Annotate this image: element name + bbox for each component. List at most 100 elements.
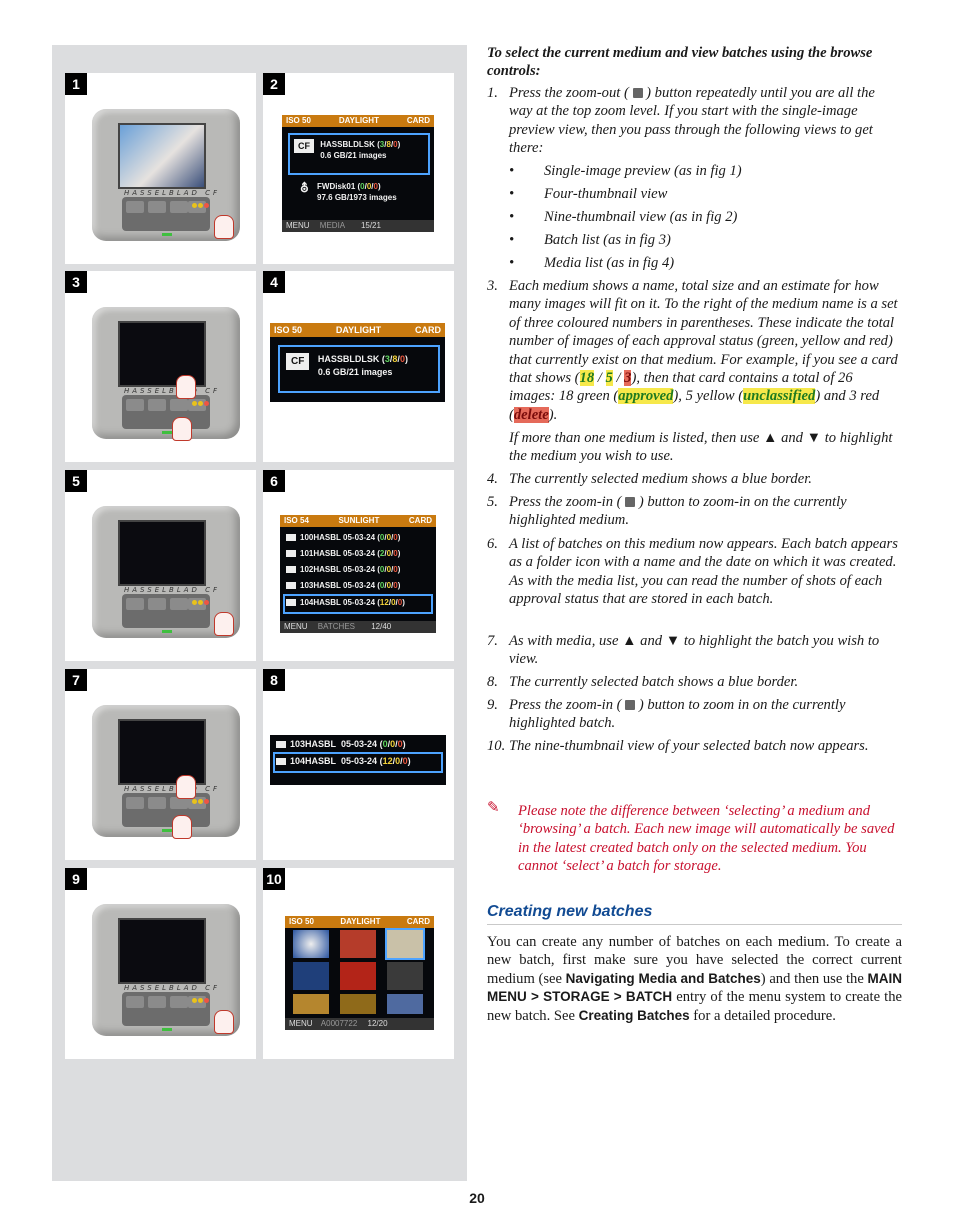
medium-name: FWDisk01: [317, 182, 356, 191]
step-number: 9.: [487, 697, 498, 713]
selection-border: [278, 345, 440, 393]
approved-label: approved: [618, 388, 674, 405]
wb-label: SUNLIGHT: [338, 516, 380, 525]
step-number: 5.: [487, 494, 498, 510]
count-green: 0: [382, 739, 388, 749]
batch-date: 05-03-24: [343, 581, 376, 590]
thumbnail: [340, 930, 376, 958]
step-number: 6.: [487, 536, 498, 552]
footer-mode: A0007722: [320, 1019, 358, 1028]
step-number: 7.: [487, 633, 498, 649]
batch-row: 102HASBL 05-03-24 (0/0/0): [286, 565, 400, 574]
figure-label: 8: [263, 669, 285, 691]
selection-border: [273, 752, 443, 773]
section-heading: To select the current medium and view ba…: [487, 45, 873, 80]
batch-name: 104HASBL: [290, 756, 337, 766]
camera-back-device: HASSELBLAD CF: [92, 307, 240, 441]
step-number: 1.: [487, 85, 498, 101]
medium-size: 97.6 GB/1973 images: [317, 193, 397, 202]
wb-label: DAYLIGHT: [335, 325, 382, 335]
lcd-batch-zoom: 103HASBL 05-03-24 (0/0/0) 104HASBL 05-03…: [270, 735, 446, 785]
step-text: A list of batches on this medium now app…: [509, 536, 898, 608]
thumbnail: [385, 928, 425, 960]
batch-name: 101HASBL: [300, 549, 341, 558]
folder-icon: [286, 534, 296, 542]
batch-date: 05-03-24: [343, 565, 376, 574]
green-count-example: 18: [579, 370, 595, 387]
selection-border: [288, 133, 430, 175]
medium-row: ⛢ FWDisk01 (0/0/0) 97.6 GB/1973 images: [300, 181, 397, 202]
step-text: Press the zoom-out (: [509, 85, 629, 101]
count-yellow: 0: [366, 182, 372, 191]
batch-name: 102HASBL: [300, 565, 341, 574]
hand-pointer-icon: [214, 1010, 234, 1034]
body-paragraph: You can create any number of batches on …: [487, 933, 902, 1025]
figure-label: 4: [263, 271, 285, 293]
device-screen: [118, 520, 206, 586]
device-screen: [118, 918, 206, 984]
figure-label: 10: [263, 868, 285, 890]
footer-mode: BATCHES: [317, 622, 355, 631]
brand-logo: HASSELBLAD CF: [124, 586, 221, 594]
power-indicator: [162, 1028, 172, 1031]
brand-logo: HASSELBLAD CF: [124, 387, 221, 395]
para-text: entry of the menu system to create the n…: [487, 989, 902, 1024]
batch-row: 103HASBL 05-03-24 (0/0/0): [276, 739, 406, 749]
cf-card-icon: CF: [294, 139, 314, 153]
para-text: for a detailed procedure.: [689, 1007, 836, 1024]
step-text: Each medium shows a name, total size and…: [509, 278, 898, 387]
folder-icon: [286, 550, 296, 558]
camera-back-device: HASSELBLAD CF: [92, 705, 240, 839]
bullet-mark: •: [509, 255, 515, 271]
figure-9: 9 HASSELBLAD CF: [65, 868, 256, 1059]
figure-label: 2: [263, 73, 285, 95]
status-leds: [192, 195, 210, 213]
step-text: ), 5 yellow (: [673, 388, 744, 405]
count-red: 0: [393, 565, 398, 574]
count-green: 0: [379, 533, 385, 542]
storage-label: CARD: [406, 116, 430, 125]
delete-label: delete: [513, 406, 549, 423]
figure-label: 3: [65, 271, 87, 293]
hand-pointer-icon: [176, 775, 196, 799]
bullet-text: Four-thumbnail view: [544, 186, 668, 202]
menu-label: MENU: [289, 1019, 313, 1028]
count-red: 0: [402, 756, 408, 766]
figure-label: 9: [65, 868, 87, 890]
bullet-mark: •: [509, 163, 515, 179]
iso-label: ISO 50: [274, 325, 303, 335]
bullet-text: Media list (as in fig 4): [544, 255, 675, 271]
medium-row: CF HASSBLDLSK (3/8/0) 0.6 GB/21 images: [286, 353, 408, 379]
step-text: ) button to zoom-in on the currently hig…: [509, 494, 847, 529]
menu-path: MAIN MENU > STORAGE > BATCH: [487, 970, 902, 1005]
separator: /: [612, 370, 625, 387]
count-red: 0: [397, 598, 403, 607]
camera-back-device: HASSELBLAD CF: [92, 904, 240, 1036]
step-text: The nine-thumbnail view of your selected…: [509, 738, 869, 754]
button-pad: [122, 197, 210, 231]
thumbnail: [293, 994, 329, 1014]
step-text: If more than one medium is listed, then …: [509, 430, 893, 465]
footer-mode: MEDIA: [319, 221, 345, 230]
figure-3: 3 HASSELBLAD CF: [65, 271, 256, 462]
thumbnail: [387, 962, 423, 990]
bullet-mark: •: [509, 186, 515, 202]
yellow-count-example: 5: [605, 370, 613, 387]
power-indicator: [162, 233, 172, 236]
menu-label: MENU: [286, 221, 310, 230]
figure-label: 1: [65, 73, 87, 95]
batch-row: 100HASBL 05-03-24 (0/0/0): [286, 533, 400, 542]
thumbnail: [293, 962, 329, 990]
status-leds: [192, 393, 210, 411]
device-screen: [118, 123, 206, 189]
power-indicator: [162, 431, 172, 434]
status-leds: [192, 990, 210, 1008]
step-text: Press the zoom-in (: [509, 494, 622, 510]
count-yellow: 0: [386, 549, 392, 558]
count-red: 0: [397, 739, 403, 749]
storage-label: CARD: [406, 917, 430, 926]
step-number: 4.: [487, 471, 498, 487]
button-pad: [122, 395, 210, 429]
bullet-text: Nine-thumbnail view (as in fig 2): [544, 209, 738, 225]
